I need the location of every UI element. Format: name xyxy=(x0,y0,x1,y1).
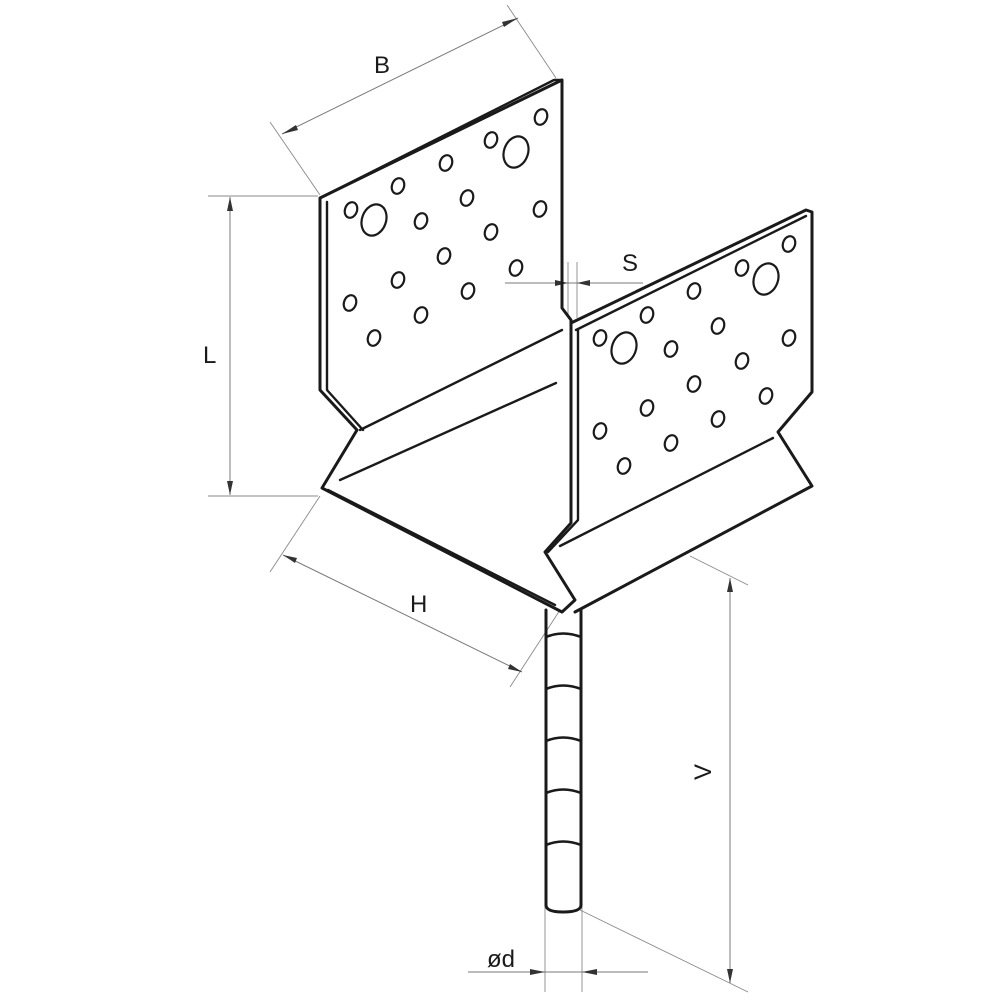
label-s: S xyxy=(622,250,639,277)
dimension-d xyxy=(468,905,648,992)
label-v: V xyxy=(690,763,718,781)
label-b: B xyxy=(374,52,391,79)
dimension-l xyxy=(208,195,318,497)
left-flange-holes xyxy=(342,108,549,347)
right-flange-holes xyxy=(592,235,797,475)
right-flange xyxy=(546,208,814,614)
label-d: ød xyxy=(487,946,516,973)
dimension-h xyxy=(269,495,561,688)
dimension-v xyxy=(579,555,749,993)
left-flange xyxy=(318,78,577,614)
rebar-rod xyxy=(544,608,583,914)
label-l: L xyxy=(203,342,217,369)
dimension-b xyxy=(269,4,557,196)
label-h: H xyxy=(410,591,428,618)
